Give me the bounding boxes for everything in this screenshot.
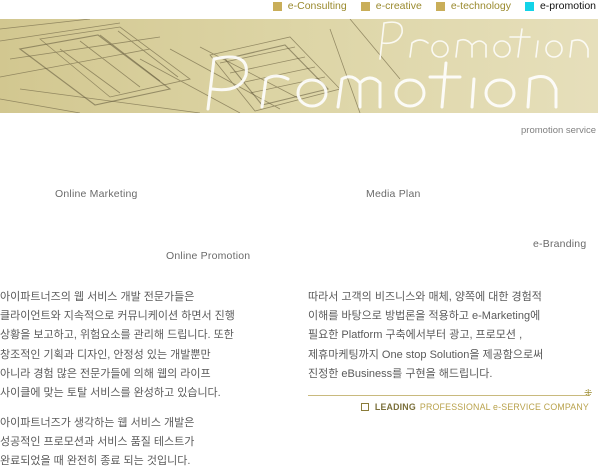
text-line: 아이파트너즈의 웹 서비스 개발 전문가들은 [0,291,195,303]
promotion-banner [0,19,598,113]
tagline-strong: LEADING [374,402,416,412]
label-media-plan: Media Plan [366,188,421,200]
text-line: 완료되었을 때 완전히 종료 되는 것입니다. [0,455,191,468]
nav-item-label: e-promotion [539,0,596,12]
nav-item-e-consulting[interactable]: e-Consulting [272,0,347,12]
right-paragraph: 따라서 고객의 비즈니스와 매체, 양쪽에 대한 경험적 이해를 바탕으로 방법… [308,288,592,384]
square-bullet-icon [435,1,445,11]
left-paragraph-2: 아이파트너즈가 생각하는 웹 서비스 개발은 성공적인 프로모션과 서비스 품질… [0,414,290,472]
text-line: 이해를 바탕으로 방법론을 적용하고 e-Marketing에 [308,310,541,323]
text-line: 필요한 Platform 구축에서부터 광고, 프로모션 , [308,329,523,342]
plus-ornament-icon: ⁜ [584,388,593,399]
tagline-light: PROFESSIONAL e-SERVICE COMPANY [419,402,589,412]
nav-item-label: e-technology [450,0,511,12]
text-line: 진정한 eBusiness를 구현을 해드립니다. [308,367,493,380]
service-caption: promotion service [521,125,596,136]
text-line: 사이클에 맞는 토탈 서비스를 완성하고 있습니다. [0,387,221,400]
sketch-illustration [0,19,598,113]
label-online-marketing: Online Marketing [55,188,138,200]
nav-item-label: e-Consulting [287,0,347,12]
left-paragraph-1: 아이파트너즈의 웹 서비스 개발 전문가들은 클라이언트와 지속적으로 커뮤니케… [0,288,290,403]
divider-line [308,395,590,396]
nav-item-label: e-creative [375,0,422,12]
text-line: 창조적인 기획과 디자인, 안정성 있는 개발뿐만 [0,348,211,361]
square-outline-icon [360,403,369,411]
text-line: 따라서 고객의 비즈니스와 매체, 양쪽에 대한 경험적 [308,291,542,303]
square-bullet-icon [360,1,370,11]
label-online-promotion: Online Promotion [166,250,251,262]
label-e-branding: e-Branding [533,238,587,250]
text-line: 성공적인 프로모션과 서비스 품질 테스트가 [0,436,195,449]
nav-item-e-promotion[interactable]: e-promotion [524,0,596,12]
text-line: 상황을 보고하고, 위험요소를 관리해 드립니다. 또한 [0,329,234,342]
text-line: 클라이언트와 지속적으로 커뮤니케이션 하면서 진행 [0,310,235,323]
nav-item-e-creative[interactable]: e-creative [360,0,422,12]
square-bullet-icon [524,1,534,11]
nav-item-e-technology[interactable]: e-technology [435,0,511,12]
top-navigation: e-Consulting e-creative e-technology e-p… [259,0,596,12]
square-bullet-icon [272,1,282,11]
text-line: 제휴마케팅까지 One stop Solution을 제공함으로써 [308,348,544,361]
text-line: 아니라 경험 많은 전문가들에 의해 웹의 라이프 [0,367,211,380]
text-line: 아이파트너즈가 생각하는 웹 서비스 개발은 [0,417,195,429]
company-tagline: LEADING PROFESSIONAL e-SERVICE COMPANY [360,402,589,412]
